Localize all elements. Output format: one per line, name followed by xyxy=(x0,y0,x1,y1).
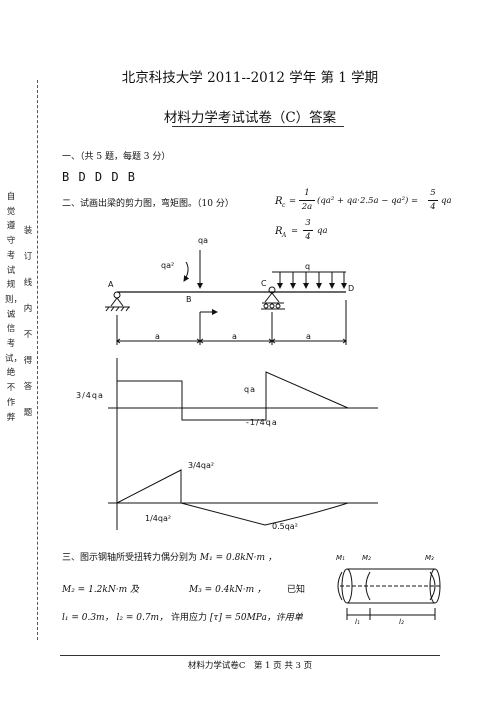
formula-ra-sub: A xyxy=(282,232,287,239)
q3-tau-value: [τ] = 50MPa，许用单 xyxy=(209,613,303,623)
dim-label-a3: a xyxy=(306,332,311,341)
formula-rc-res-num: 5 xyxy=(430,188,436,198)
shear-label-right: qa xyxy=(244,385,256,394)
formula-rc-lhs: R xyxy=(275,196,283,207)
formula-ra-tail: qa xyxy=(317,226,328,236)
formula-ra: R A = 3 4 qa xyxy=(275,218,328,242)
formula-ra-lhs: R xyxy=(275,226,283,237)
beam-label-d: D xyxy=(348,284,354,293)
formula-rc-frac-den: 2a xyxy=(301,202,313,212)
subtitle-underline xyxy=(172,126,344,127)
q2-heading: 二、试画出梁的剪力图，弯矩图。（10 分） xyxy=(62,199,234,209)
moment-label-low-right: 0.5qa² xyxy=(272,522,298,531)
moment-qa2-arrow xyxy=(183,261,190,282)
shaft-m1: M₁ xyxy=(336,554,345,562)
q3-l2-value: l₂ = 0.7m， xyxy=(116,613,169,623)
moment-label-low-left: 1/4qa² xyxy=(145,514,171,523)
moment-curve-right xyxy=(180,502,349,526)
beam-label-a: A xyxy=(108,280,114,289)
q3-line1: 三、图示钢轴所受扭转力偶分别为 M₁ = 0.8kN·m ， xyxy=(62,550,277,563)
q3-m3-value: M₃ = 0.4kN·m ， xyxy=(189,585,266,595)
beam-label-b: B xyxy=(186,295,192,304)
formula-ra-res-den: 4 xyxy=(305,232,311,242)
page-footer: 材料力学试卷C 第 1 页 共 3 页 xyxy=(187,661,313,671)
moment-curve-left xyxy=(116,469,182,504)
q3-l1-value: l₁ = 0.3m， xyxy=(62,613,114,623)
formula-rc: R c = 1 2a (qa² + qa·2.5a − qa²) = 5 4 q… xyxy=(275,188,452,212)
beam-label-q: q xyxy=(305,262,310,271)
dim-label-a2: a xyxy=(232,332,237,341)
binding-dashed-line xyxy=(37,80,38,640)
dim-label-a1: a xyxy=(155,332,160,341)
exam-subtitle: 材料力学考试试卷（C）答案 xyxy=(163,110,337,126)
formula-rc-frac-num: 1 xyxy=(304,188,310,198)
formula-rc-tail: qa xyxy=(441,196,452,206)
q3-line1-prefix: 三、图示钢轴所受扭转力偶分别为 xyxy=(62,553,198,563)
formula-rc-mid: (qa² + qa·2.5a − qa²) = xyxy=(317,196,419,206)
q3-m1-value: M₁ = 0.8kN·m ， xyxy=(199,553,277,563)
q1-answers: B D D D B xyxy=(62,170,137,184)
moment-label-peak: 3/4qa² xyxy=(188,461,214,470)
sidebar-binding-text: 装订线内不得答题 xyxy=(23,226,33,418)
q3-m2-value: M₂ = 1.2kN·m 及 xyxy=(62,585,139,595)
beam-label-force: qa xyxy=(198,236,208,245)
formula-ra-res-num: 3 xyxy=(305,218,311,228)
footer-line xyxy=(60,655,440,656)
shear-label-neg: -1/4qa xyxy=(246,418,278,427)
support-a xyxy=(105,291,130,312)
exam-title: 北京科技大学 2011--2012 学年 第 1 学期 xyxy=(121,70,379,86)
formula-rc-res-den: 4 xyxy=(430,202,436,212)
dist-load-arrows xyxy=(277,272,347,289)
shaft-l1: l₁ xyxy=(355,618,360,626)
shaft-diagram: M₁ M₂ M₃ l₁ l₂ xyxy=(336,554,442,626)
shear-label-left: 3/4qa xyxy=(76,391,104,400)
shear-curve xyxy=(116,371,349,421)
beam-label-moment: qa² xyxy=(161,261,174,270)
support-c xyxy=(261,286,285,310)
shaft-m2: M₂ xyxy=(362,554,371,562)
q3-line2: M₂ = 1.2kN·m 及 M₃ = 0.4kN·m ， 已知 xyxy=(62,582,322,595)
shaft-m3: M₃ xyxy=(425,554,434,562)
q3-line3: l₁ = 0.3m， l₂ = 0.7m， 许用应力 [τ] = 50MPa，许… xyxy=(62,610,303,623)
shaft-l2: l₂ xyxy=(399,618,404,626)
q1-heading: 一、（共 5 题，每题 3 分） xyxy=(62,152,171,162)
sidebar-honor-text: 自觉遵守考试规则，诚信考试，绝不作弊 xyxy=(5,192,23,423)
beam-label-c: C xyxy=(261,279,267,288)
q3-line3-text: 许用应力 xyxy=(170,613,207,623)
formula-rc-sub: c xyxy=(282,202,286,209)
q3-line2-suffix: 已知 xyxy=(287,585,306,595)
